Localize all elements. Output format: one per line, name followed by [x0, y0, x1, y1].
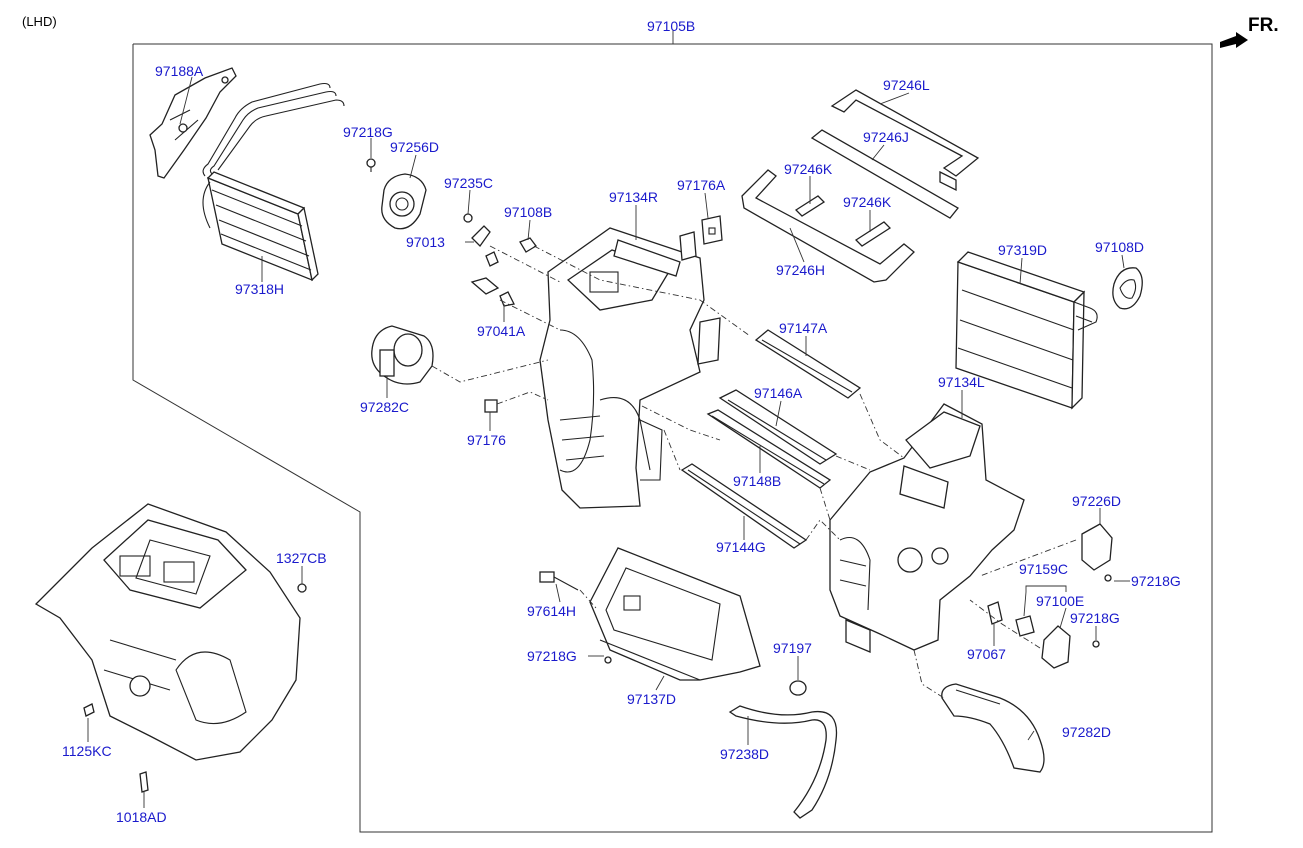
- assembly-frame: [132, 30, 1213, 833]
- label-97108D[interactable]: 97108D: [1095, 239, 1144, 255]
- label-97282D[interactable]: 97282D: [1062, 724, 1111, 740]
- front-direction-arrow-icon: [1220, 32, 1248, 48]
- part-97134L-drawing: [829, 403, 1025, 653]
- part-97218G-top-drawing: [366, 158, 376, 172]
- front-direction-label: FR.: [1248, 15, 1279, 36]
- label-97318H[interactable]: 97318H: [235, 281, 284, 297]
- part-97108D-drawing: [1112, 267, 1143, 310]
- label-97246H[interactable]: 97246H: [776, 262, 825, 278]
- part-97319D-drawing: [955, 251, 1098, 410]
- explode-lines: [431, 245, 1077, 699]
- label-97147A[interactable]: 97147A: [779, 320, 828, 336]
- label-97134R[interactable]: 97134R: [609, 189, 658, 205]
- part-hose-drawing: [728, 680, 838, 819]
- label-97067[interactable]: 97067: [967, 646, 1006, 662]
- label-97144G[interactable]: 97144G: [716, 539, 766, 555]
- label-97614H[interactable]: 97614H: [527, 603, 576, 619]
- label-97246L[interactable]: 97246L: [883, 77, 930, 93]
- label-97146A[interactable]: 97146A: [754, 385, 803, 401]
- label-97235C[interactable]: 97235C: [444, 175, 493, 191]
- label-97238D[interactable]: 97238D: [720, 746, 769, 762]
- label-97100E[interactable]: 97100E: [1036, 593, 1084, 609]
- label-97108B[interactable]: 97108B: [504, 204, 552, 220]
- label-1018AD[interactable]: 1018AD: [116, 809, 167, 825]
- label-97148B[interactable]: 97148B: [733, 473, 781, 489]
- label-97226D[interactable]: 97226D: [1072, 493, 1121, 509]
- label-97176[interactable]: 97176: [467, 432, 506, 448]
- label-97159C[interactable]: 97159C: [1019, 561, 1068, 577]
- label-97246J[interactable]: 97246J: [863, 129, 909, 145]
- label-97134L[interactable]: 97134L: [938, 374, 985, 390]
- part-97188A-drawing: [149, 67, 237, 179]
- part-97282D-drawing: [941, 683, 1045, 773]
- part-97246K-drawing: [794, 195, 892, 247]
- part-right-actuators-drawing: [987, 523, 1113, 669]
- label-97218G-right1[interactable]: 97218G: [1131, 573, 1181, 589]
- label-1327CB[interactable]: 1327CB: [276, 550, 327, 566]
- part-97246L-drawing: [830, 89, 980, 192]
- label-97218G-mid[interactable]: 97218G: [527, 648, 577, 664]
- label-97218G-top[interactable]: 97218G: [343, 124, 393, 140]
- part-97176A-drawing: [701, 215, 723, 245]
- part-assembly-drawing: [34, 503, 307, 793]
- label-97105B[interactable]: 97105B: [647, 18, 695, 34]
- label-97013[interactable]: 97013: [406, 234, 445, 250]
- label-97282C[interactable]: 97282C: [360, 399, 409, 415]
- part-97246J-drawing: [810, 129, 959, 219]
- part-97134R-drawing: [539, 227, 721, 509]
- part-small-linkages-drawing: [463, 213, 537, 307]
- label-97218G-right2[interactable]: 97218G: [1070, 610, 1120, 626]
- part-97282C-drawing: [371, 325, 434, 385]
- label-97246K-b[interactable]: 97246K: [843, 194, 892, 210]
- part-97256D-drawing: [381, 173, 427, 230]
- part-97318H-drawing: [202, 82, 345, 282]
- lhd-label: (LHD): [22, 14, 57, 29]
- label-1125KC[interactable]: 1125KC: [62, 743, 112, 759]
- label-97176A[interactable]: 97176A: [677, 177, 726, 193]
- part-97614H-drawing: [539, 571, 579, 591]
- part-97137D-drawing: [589, 547, 761, 681]
- label-97137D[interactable]: 97137D: [627, 691, 676, 707]
- leader-lines: [87, 76, 1130, 808]
- label-97197[interactable]: 97197: [773, 640, 812, 656]
- label-97246K-a[interactable]: 97246K: [784, 161, 833, 177]
- part-97176-drawing: [484, 399, 498, 413]
- label-97041A[interactable]: 97041A: [477, 323, 526, 339]
- part-97246H-drawing: [741, 169, 915, 283]
- label-97256D[interactable]: 97256D: [390, 139, 439, 155]
- label-97319D[interactable]: 97319D: [998, 242, 1047, 258]
- label-97188A[interactable]: 97188A: [155, 63, 204, 79]
- part-doors-drawing: [680, 329, 862, 549]
